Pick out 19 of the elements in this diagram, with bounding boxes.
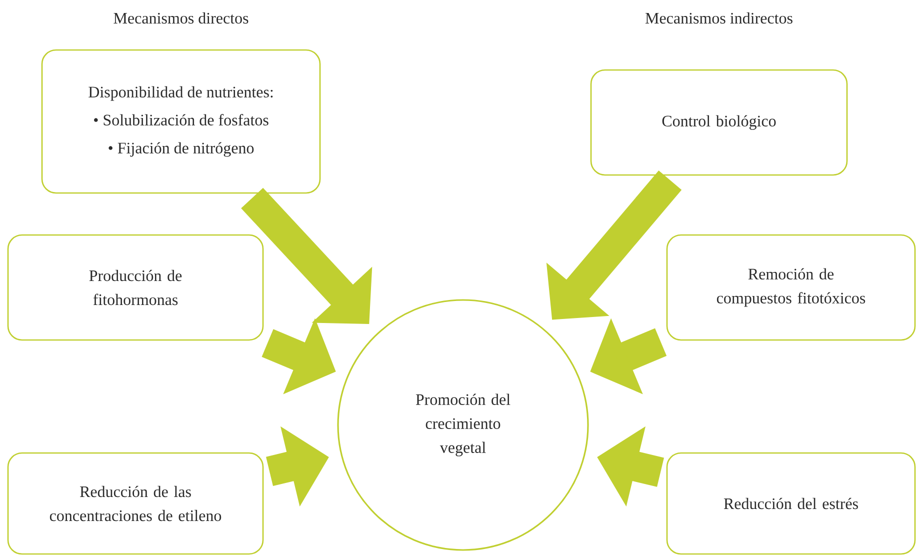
box-text: Producción de fitohormonas	[89, 270, 182, 306]
arrow	[241, 188, 372, 324]
section-heading: Mecanismos indirectos	[645, 12, 792, 24]
center-circle	[337, 299, 589, 551]
mechanism-box	[7, 234, 264, 341]
box-text: Promoción del crecimiento vegetal	[416, 394, 510, 456]
box-text: Reducción de las concentraciones de etileno	[50, 486, 222, 522]
mechanism-box	[666, 452, 916, 555]
mechanism-box	[590, 69, 848, 176]
box-text: Remoción de compuestos fitotóxicos	[716, 268, 866, 307]
mechanism-box	[7, 452, 264, 555]
bullet-item: • Solubilización de fosfatos	[94, 114, 268, 126]
box-text: Control biológico	[662, 115, 776, 130]
box-heading: Disponibilidad de nutrientes:	[88, 86, 273, 101]
mechanism-box	[41, 49, 321, 194]
mechanism-box	[666, 234, 916, 341]
section-heading: Mecanismos directos	[114, 12, 248, 24]
bullet-item: • Fijación de nitrógeno	[108, 142, 254, 157]
box-text: Reducción del estrés	[724, 498, 858, 510]
